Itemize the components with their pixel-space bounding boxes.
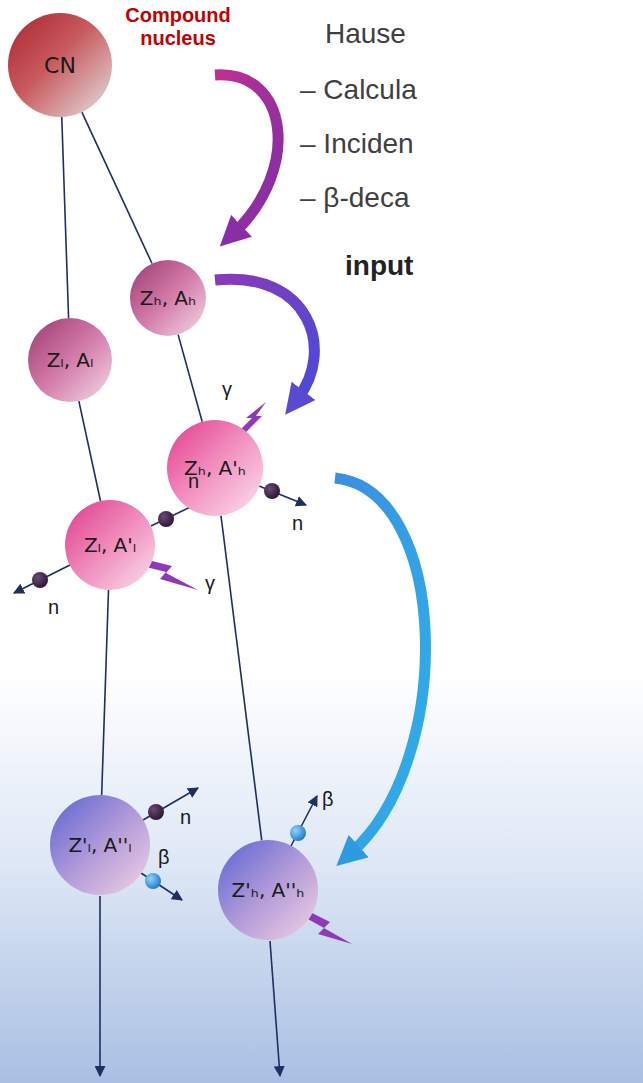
neutron (264, 483, 280, 499)
particle-label: n (48, 596, 59, 619)
particle-label: n (180, 806, 191, 829)
particle-label: n (292, 512, 303, 535)
nucleus-label: CN (44, 53, 76, 78)
node-heading: Compound nucleus (122, 4, 234, 50)
nucleus-circle: Zₗ, A'ₗ (65, 500, 155, 590)
neutron (148, 804, 164, 820)
nucleus-circle: Z'ₗ, A''ₗ (50, 795, 150, 895)
slide-bullet: – Inciden (300, 128, 414, 160)
nucleus-circle: Zₕ, Aₕ (130, 260, 206, 336)
slide-bullet: – Calcula (300, 74, 417, 106)
nucleus-circle: CN (8, 13, 112, 117)
particle-label: β (158, 846, 170, 869)
particle-label: n (188, 470, 199, 493)
decay-continuation (270, 941, 280, 1076)
beta-track (141, 873, 182, 900)
decay-line (79, 401, 101, 501)
nucleus-circle: Z'ₕ, A''ₕ (218, 840, 318, 940)
decay-line (62, 117, 69, 318)
process-arrow (335, 478, 425, 852)
slide-heading: input (345, 250, 413, 282)
nucleus-label: Zₗ, A'ₗ (84, 533, 136, 557)
nucleus-label: Z'ₕ, A''ₕ (232, 878, 305, 902)
neutron (32, 572, 48, 588)
decay-line (221, 516, 262, 841)
gamma-bolt (146, 560, 198, 590)
nucleus-circle: Zₗ, Aₗ (28, 318, 112, 402)
gamma-bolt (306, 912, 352, 944)
particle-label: γ (222, 378, 232, 401)
particle-label: γ (205, 572, 215, 595)
decay-line (102, 590, 109, 795)
process-arrow (215, 75, 278, 232)
particle-label: β (322, 788, 334, 811)
decay-line (178, 335, 202, 422)
beta-track (291, 796, 317, 846)
nucleus-label: Zₕ, Aₕ (140, 286, 196, 310)
decay-continuation (99, 896, 101, 1076)
neutron (158, 511, 174, 527)
nucleus-circle: Zₕ, A'ₕ (167, 420, 263, 516)
nucleus-label: Z'ₗ, A''ₗ (68, 833, 131, 857)
slide-bullet: – β-deca (300, 182, 410, 214)
beta-particle (145, 873, 161, 889)
beta-particle (290, 825, 306, 841)
decay-line (82, 112, 152, 263)
slide-text: Hause (325, 18, 406, 50)
nucleus-label: Zₗ, Aₗ (47, 348, 94, 372)
neutron-track (14, 565, 70, 593)
